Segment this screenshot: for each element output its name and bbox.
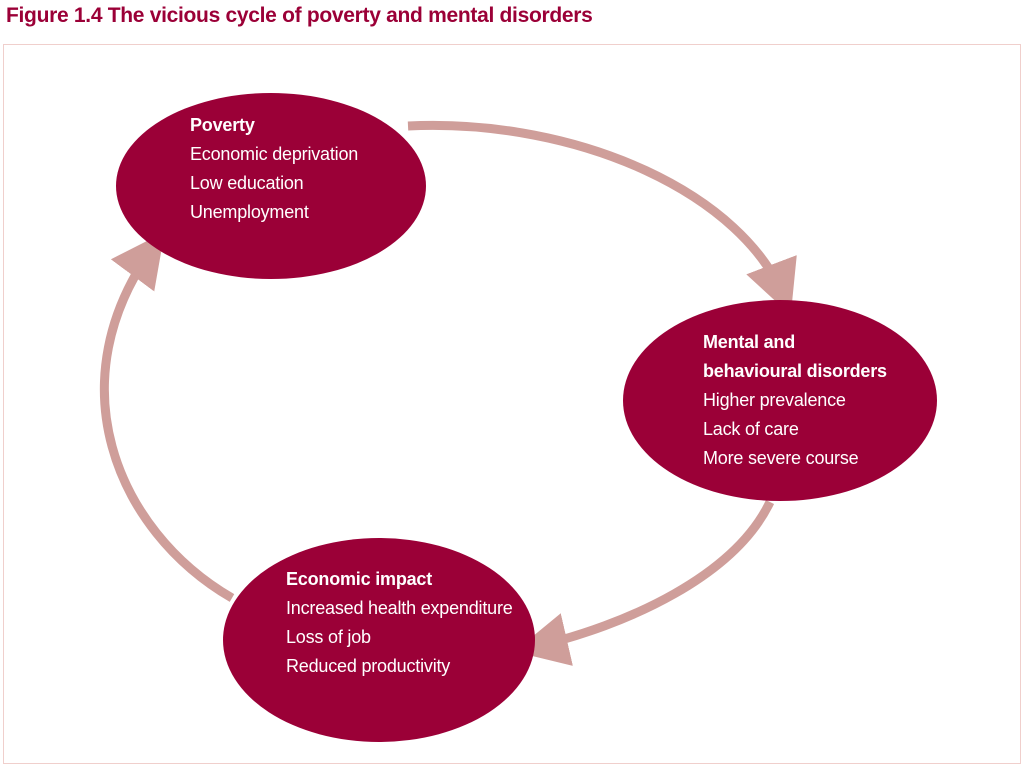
mental-disorders-node (623, 300, 937, 501)
poverty-heading: Poverty (190, 115, 255, 135)
poverty-node-text: Poverty Economic deprivation Low educati… (190, 111, 358, 227)
mental-line-lack-of-care: Lack of care (703, 419, 799, 439)
economic-heading: Economic impact (286, 569, 433, 589)
economic-line-reduced-productivity: Reduced productivity (286, 656, 451, 676)
mental-heading-line1: Mental and (703, 332, 796, 352)
economic-impact-node (223, 538, 535, 742)
arrow-mental-to-economic (514, 500, 775, 666)
economic-line-loss-of-job: Loss of job (286, 627, 371, 647)
figure-title: Figure 1.4 The vicious cycle of poverty … (6, 4, 593, 27)
arrow-poverty-to-mental (407, 120, 797, 316)
poverty-node (116, 93, 426, 279)
mental-line-more-severe-course: More severe course (703, 448, 859, 468)
economic-line-health-expenditure: Increased health expenditure (286, 598, 513, 618)
mental-disorders-node-text: Mental and behavioural disorders Higher … (703, 328, 887, 473)
poverty-line-unemployment: Unemployment (190, 202, 309, 222)
poverty-line-economic-deprivation: Economic deprivation (190, 144, 359, 164)
figure-frame (3, 44, 1021, 764)
poverty-line-low-education: Low education (190, 173, 304, 193)
mental-line-higher-prevalence: Higher prevalence (703, 390, 846, 410)
economic-impact-node-text: Economic impact Increased health expendi… (286, 565, 513, 681)
arrow-economic-to-poverty (99, 231, 235, 602)
mental-heading-line2: behavioural disorders (703, 361, 887, 381)
